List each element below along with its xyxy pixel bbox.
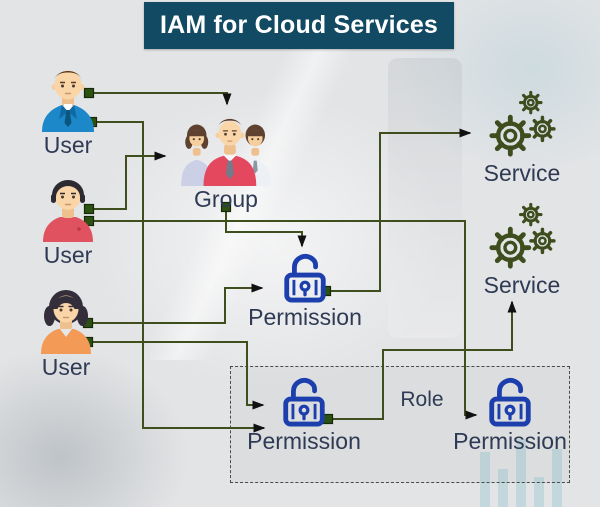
edge-user3-permission-mid (88, 283, 264, 324)
group-icon (181, 118, 271, 186)
gears-icon (489, 90, 556, 157)
permission-label: Permission (453, 428, 567, 454)
node-user-3: User (30, 282, 102, 379)
edge-user3-role-permission-left (88, 341, 265, 410)
edge-user1-group (89, 92, 232, 106)
permission-label: Permission (247, 428, 361, 454)
node-permission-role-left: Permission (242, 374, 366, 453)
user-label: User (43, 242, 93, 268)
node-user-1: User (32, 60, 104, 157)
service-label: Service (483, 272, 561, 298)
node-permission-role-right: Permission (448, 374, 572, 453)
node-user-2: User (32, 170, 104, 267)
node-service-bottom: Service (472, 200, 572, 297)
lock-icon (284, 254, 326, 303)
lock-icon (489, 378, 531, 427)
lock-icon (283, 378, 325, 427)
title-banner: IAM for Cloud Services (144, 2, 454, 49)
node-permission-mid: Permission (245, 250, 365, 329)
gears-icon (489, 202, 556, 269)
page-title: IAM for Cloud Services (159, 11, 439, 39)
user-icon (41, 290, 91, 354)
user-icon (43, 180, 93, 242)
node-service-top: Service (472, 88, 572, 185)
node-group: Group (168, 106, 284, 211)
user-icon (42, 70, 94, 132)
role-label: Role (400, 388, 444, 411)
user-label: User (41, 354, 91, 380)
service-label: Service (483, 160, 561, 186)
edge-group-permission-mid (225, 207, 307, 248)
user-label: User (43, 132, 93, 158)
permission-label: Permission (248, 304, 362, 330)
group-label: Group (194, 186, 258, 212)
